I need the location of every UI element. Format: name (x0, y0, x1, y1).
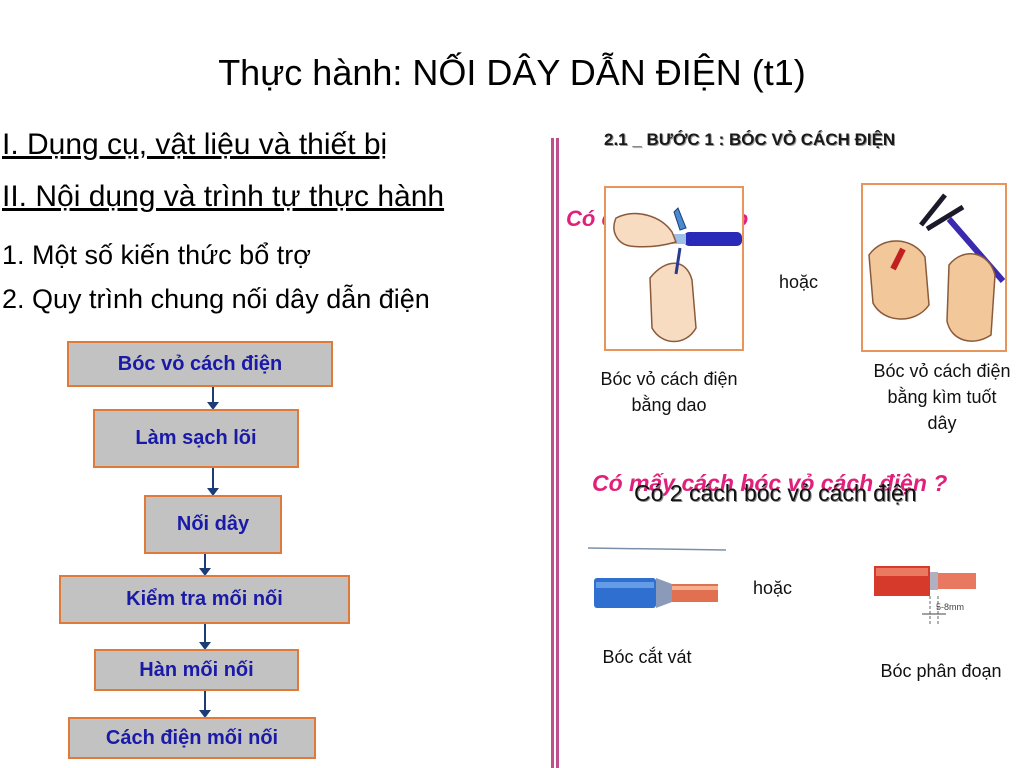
hand-knife-icon (613, 207, 742, 343)
caption-knife: Bóc vỏ cách điện bằng dao (600, 369, 738, 415)
or-label: hoặc (753, 578, 793, 598)
flow-arrow (207, 387, 219, 410)
knife-strip-picture (604, 186, 744, 351)
heading-tools: I. Dụng cụ, vật liệu và thiết bị (2, 128, 388, 161)
flow-step-solder: Hàn mối nối (94, 649, 299, 691)
flow-step-join: Nối dây (144, 495, 282, 554)
flow-arrow (199, 624, 211, 650)
bevel-strip-wire-icon (587, 547, 727, 608)
flow-step-check: Kiểm tra mối nối (59, 575, 350, 624)
dimension-label: 5-8mm (936, 602, 964, 612)
slide-title: Thực hành: NỐI DÂY DẪN ĐIỆN (t1) (218, 52, 806, 93)
caption-bevel: Bóc cắt vát (602, 647, 692, 667)
step-title: 2.1 _ BƯỚC 1 : BÓC VỎ CÁCH ĐIỆN (604, 130, 896, 149)
flow-arrow (199, 554, 211, 576)
flow-step-insulate: Cách điện mối nối (68, 717, 316, 759)
flow-arrow (207, 468, 219, 496)
caption-pliers: Bóc vỏ cách điện bằng kìm tuốt dây (873, 361, 1011, 433)
caption-segment: Bóc phân đoạn (880, 661, 1002, 681)
flow-arrow (199, 691, 211, 718)
question-how-many: Có mấy cách bóc vỏ cách điện ? (592, 470, 948, 496)
divider-line (551, 138, 554, 768)
pliers-strip-picture (861, 183, 1007, 352)
item-procedure: 2. Quy trình chung nối dây dẫn điện (2, 284, 430, 314)
item-knowledge: 1. Một số kiến thức bổ trợ (2, 240, 311, 270)
segment-strip-picture: 5-8mm (870, 556, 980, 636)
or-label: hoặc (779, 272, 819, 292)
flow-step-strip: Bóc vỏ cách điện (67, 341, 333, 387)
heading-content: II. Nội dụng và trình tự thực hành (2, 180, 445, 213)
segment-strip-wire-icon: 5-8mm (874, 566, 976, 626)
wire-stripper-icon (868, 193, 1006, 342)
answer-two-ways: Có 2 cách bóc vỏ cách điện (634, 480, 917, 506)
bevel-strip-picture (587, 544, 728, 624)
divider-line (556, 138, 559, 768)
flow-step-clean: Làm sạch lõi (93, 409, 299, 468)
